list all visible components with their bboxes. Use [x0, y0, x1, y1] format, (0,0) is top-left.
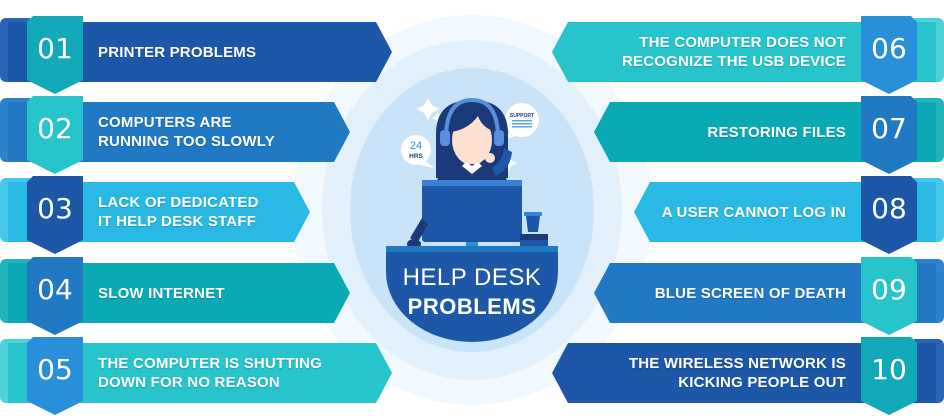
item-label: SLOW INTERNET	[98, 263, 225, 323]
item-label: THE COMPUTER IS SHUTTING DOWN FOR NO REAS…	[98, 343, 322, 403]
number-badge: 01	[27, 16, 83, 94]
item-label: A USER CANNOT LOG IN	[662, 182, 846, 242]
item-text: COMPUTERS ARE RUNNING TOO SLOWLY	[98, 113, 275, 151]
number-badge: 10	[861, 337, 917, 415]
desk-top	[386, 246, 558, 254]
number-badge: 04	[27, 257, 83, 335]
item-label: LACK OF DEDICATED IT HELP DESK STAFF	[98, 182, 259, 242]
item-label: COMPUTERS ARE RUNNING TOO SLOWLY	[98, 102, 275, 162]
item-text: LACK OF DEDICATED IT HELP DESK STAFF	[98, 193, 259, 231]
title-line1: HELP DESK	[402, 264, 542, 291]
item-label: PRINTER PROBLEMS	[98, 22, 256, 82]
item-text: BLUE SCREEN OF DEATH	[654, 284, 846, 302]
item-number: 01	[37, 32, 73, 65]
problem-item-01: 01 PRINTER PROBLEMS	[0, 16, 400, 94]
item-text-line2: RUNNING TOO SLOWLY	[98, 133, 275, 150]
item-number: 06	[871, 32, 907, 65]
svg-text:HRS: HRS	[409, 153, 423, 160]
computer-monitor-icon	[422, 180, 522, 242]
number-badge: 02	[27, 96, 83, 174]
item-text-line1: THE COMPUTER DOES NOT	[639, 34, 846, 51]
coffee-cup-icon	[526, 216, 540, 232]
item-text-line1: COMPUTERS ARE	[98, 114, 232, 131]
problem-item-02: 02 COMPUTERS ARE RUNNING TOO SLOWLY	[0, 96, 360, 174]
item-text-line1: THE COMPUTER IS SHUTTING	[98, 355, 322, 372]
title-line2: PROBLEMS	[407, 294, 537, 319]
item-label: THE COMPUTER DOES NOT RECOGNIZE THE USB D…	[622, 22, 846, 82]
item-label: RESTORING FILES	[707, 102, 846, 162]
item-number: 04	[37, 273, 73, 306]
number-badge: 03	[27, 176, 83, 254]
24-hours-bubble-icon: 24 HRS	[401, 135, 434, 168]
item-text: RESTORING FILES	[707, 123, 846, 141]
number-badge: 06	[861, 16, 917, 94]
problem-item-05: 05 THE COMPUTER IS SHUTTING DOWN FOR NO R…	[0, 337, 400, 415]
books-icon	[520, 234, 548, 240]
item-number: 09	[871, 273, 907, 306]
item-text: A USER CANNOT LOG IN	[661, 203, 846, 221]
svg-text:24: 24	[410, 140, 422, 152]
svg-text:SUPPORT: SUPPORT	[510, 113, 534, 119]
item-label: THE WIRELESS NETWORK IS KICKING PEOPLE OU…	[629, 343, 846, 403]
item-text-line1: LACK OF DEDICATED	[98, 194, 259, 211]
problem-item-06: 06 THE COMPUTER DOES NOT RECOGNIZE THE US…	[544, 22, 944, 82]
item-number: 03	[37, 192, 73, 225]
item-label: BLUE SCREEN OF DEATH	[655, 263, 846, 323]
item-text-line2: RECOGNIZE THE USB DEVICE	[622, 53, 846, 70]
item-number: 07	[871, 112, 907, 145]
problem-item-03: 03 LACK OF DEDICATED IT HELP DESK STAFF	[0, 176, 320, 254]
item-text: THE COMPUTER DOES NOT RECOGNIZE THE USB D…	[622, 33, 846, 71]
help-desk-agent-illustration: 24 HRS SUPPORT	[401, 97, 548, 256]
item-number: 10	[871, 353, 907, 386]
item-number: 02	[37, 112, 73, 145]
problem-item-04: 04 SLOW INTERNET	[0, 257, 360, 335]
number-badge: 05	[27, 337, 83, 415]
item-text: THE WIRELESS NETWORK IS KICKING PEOPLE OU…	[629, 354, 846, 392]
number-badge: 07	[861, 96, 917, 174]
item-number: 05	[37, 353, 73, 386]
problem-item-07: 07 RESTORING FILES	[584, 102, 944, 162]
number-badge: 09	[861, 257, 917, 335]
item-text: PRINTER PROBLEMS	[98, 43, 257, 61]
number-badge: 08	[861, 176, 917, 254]
problem-item-09: 09 BLUE SCREEN OF DEATH	[584, 263, 944, 323]
item-number: 08	[871, 192, 907, 225]
item-text: SLOW INTERNET	[98, 284, 225, 302]
item-text-line1: THE WIRELESS NETWORK IS	[628, 355, 846, 372]
problem-item-08: 08 A USER CANNOT LOG IN	[624, 182, 944, 242]
item-text-line2: DOWN FOR NO REASON	[98, 374, 280, 391]
item-text: THE COMPUTER IS SHUTTING DOWN FOR NO REAS…	[98, 354, 322, 392]
item-text-line2: KICKING PEOPLE OUT	[678, 374, 846, 391]
item-text-line2: IT HELP DESK STAFF	[98, 213, 257, 230]
problem-item-10: 10 THE WIRELESS NETWORK IS KICKING PEOPLE…	[544, 343, 944, 403]
